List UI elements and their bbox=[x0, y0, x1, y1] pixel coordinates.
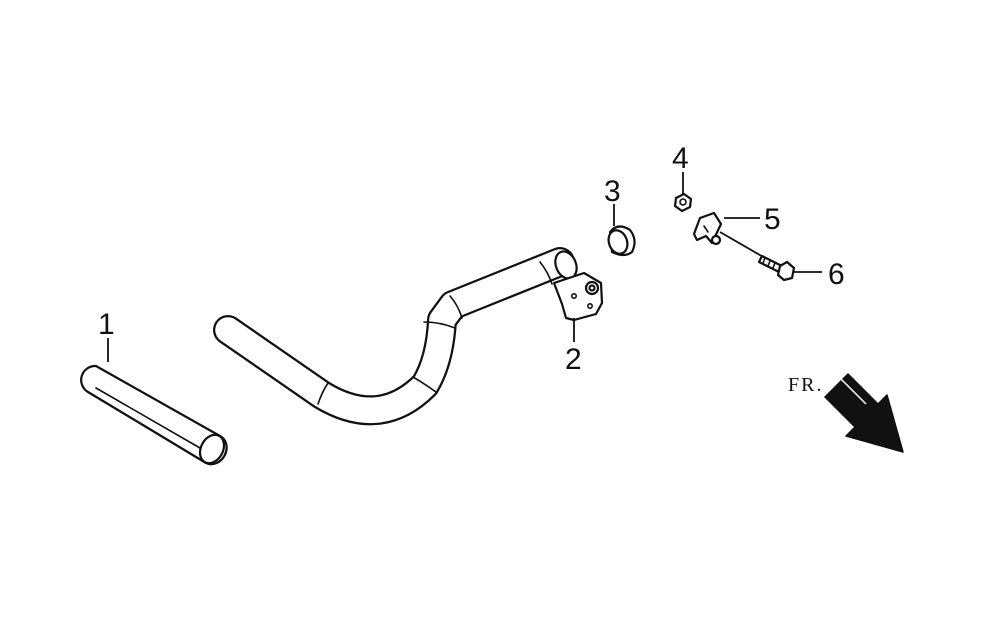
clip bbox=[692, 211, 723, 246]
nut bbox=[673, 192, 693, 213]
part-number-2: 2 bbox=[565, 343, 582, 376]
cap bbox=[607, 225, 636, 257]
bolt bbox=[757, 254, 796, 282]
arrow-down-right-icon bbox=[824, 373, 904, 453]
handle-pipe bbox=[213, 247, 604, 426]
part-number-6: 6 bbox=[828, 258, 845, 291]
part-number-5: 5 bbox=[764, 203, 781, 236]
front-direction-label: FR. bbox=[788, 374, 823, 396]
part-number-1: 1 bbox=[98, 308, 115, 341]
part-number-4: 4 bbox=[672, 142, 689, 175]
part-number-3: 3 bbox=[604, 175, 621, 208]
grip-tube bbox=[80, 364, 228, 466]
